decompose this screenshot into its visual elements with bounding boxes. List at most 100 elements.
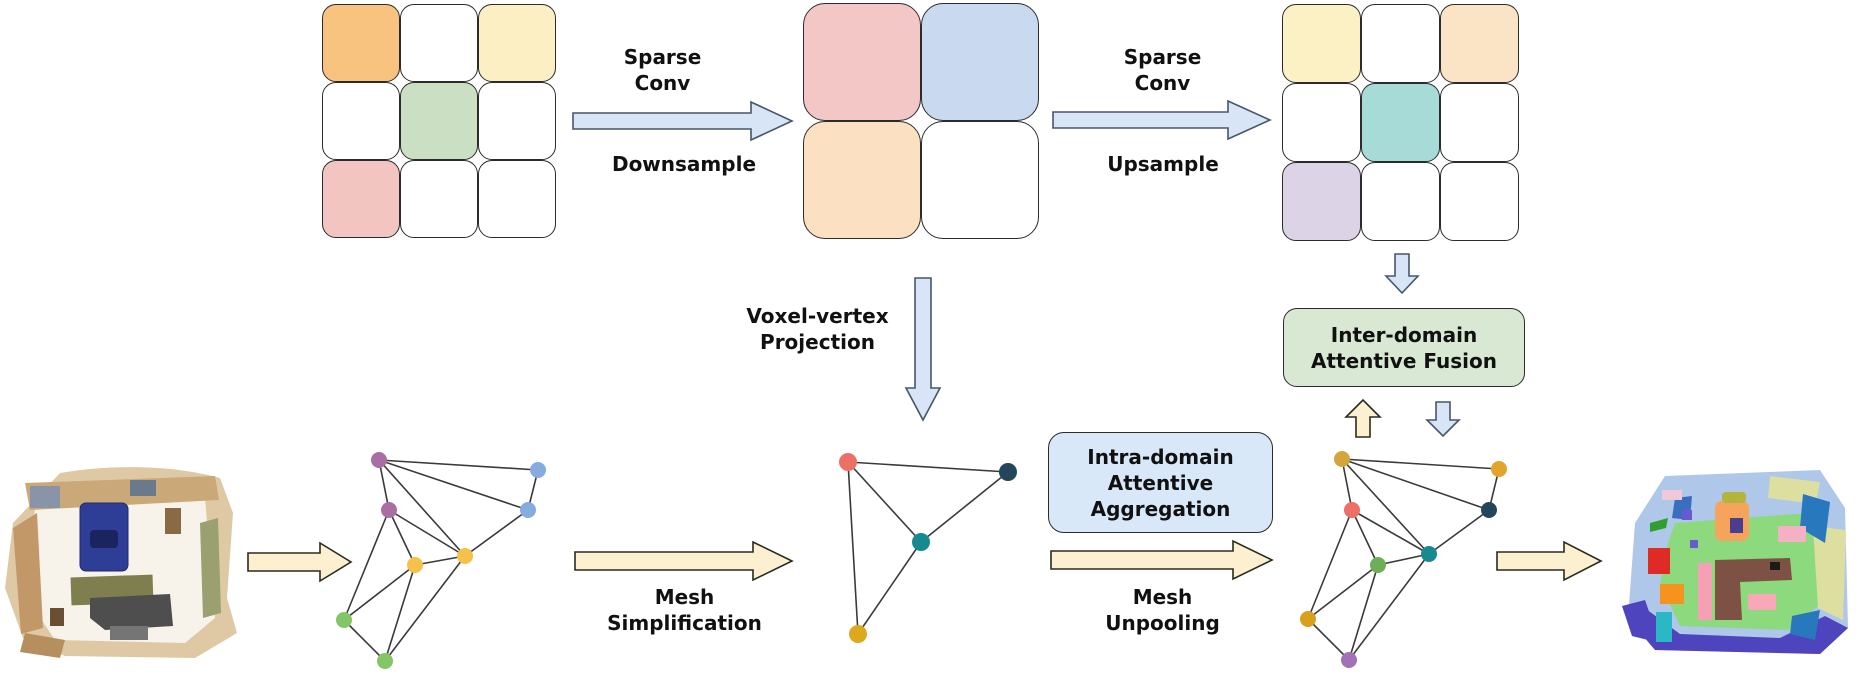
mesh-node (1491, 461, 1507, 477)
mesh-to-output-arrow (1496, 540, 1603, 582)
mesh-edge (378, 459, 529, 511)
mesh-edge (378, 459, 466, 557)
mesh-node (371, 452, 387, 468)
voxel-cell (478, 160, 556, 238)
mesh-edge (343, 564, 416, 621)
mesh-node (1300, 611, 1316, 627)
output-segmentation-image (1622, 470, 1848, 654)
mesh-node (1370, 557, 1386, 573)
mesh-edge (1348, 553, 1430, 661)
voxel-cell (400, 82, 478, 160)
voxel-cell (478, 4, 556, 82)
mesh-node (457, 548, 473, 564)
mesh-edge (384, 555, 466, 662)
mesh-edge (343, 619, 386, 662)
mesh-edge (1307, 564, 1379, 620)
mesh-edge (847, 461, 922, 543)
voxel-cell (1440, 83, 1519, 162)
sparse-conv-downsample-arrow (572, 100, 794, 142)
mesh-edge (1348, 564, 1379, 661)
grid-to-fusion-arrow (1384, 253, 1420, 295)
voxel-cell (1361, 83, 1440, 162)
upsample-label: Upsample (1107, 152, 1219, 176)
voxel-cell (803, 121, 921, 239)
mesh-simplification-arrow (574, 540, 794, 582)
voxel-cell (400, 4, 478, 82)
mesh-edge (847, 461, 859, 635)
mesh-node (1421, 546, 1437, 562)
downsample-label: Downsample (611, 152, 757, 176)
voxel-cell (322, 160, 400, 238)
simplified-mesh-graph (839, 453, 1017, 643)
mesh-edge (1307, 618, 1350, 661)
voxel-cell (400, 160, 478, 238)
mesh-edge (388, 509, 416, 566)
mesh-edge (857, 541, 922, 635)
mesh-node (407, 557, 423, 573)
mesh-node (381, 502, 397, 518)
seg-sofa (1715, 558, 1792, 620)
inter-domain-attentive-fusion-box: Inter-domain Attentive Fusion (1283, 308, 1525, 387)
mesh-node (999, 463, 1017, 481)
voxel-cell (803, 3, 921, 121)
voxel-cell (1361, 162, 1440, 241)
upsampled-voxel-grid (1282, 4, 1519, 241)
scan-to-mesh-arrow (247, 541, 353, 583)
input-voxel-grid (322, 4, 556, 238)
mesh-edge (1351, 509, 1379, 566)
mesh-unpooling-arrow (1050, 539, 1274, 581)
scan-wall (13, 513, 43, 634)
mesh-node (1334, 451, 1350, 467)
mesh-edge (384, 564, 416, 662)
mesh-edge (1341, 458, 1500, 470)
mesh-edge (414, 555, 466, 566)
unpooled-mesh-graph (1300, 451, 1507, 668)
mesh-node (520, 502, 536, 518)
mesh-node (1341, 652, 1357, 668)
mesh-simplification-label: Mesh Simplification (607, 585, 762, 635)
mesh-node (1344, 502, 1360, 518)
mesh-edge (1341, 458, 1353, 511)
mesh-node (377, 653, 393, 669)
full-mesh-graph (336, 452, 546, 669)
sparse-conv-downsample-label: Sparse Conv (623, 45, 702, 95)
sparse-conv-upsample-label: Sparse Conv (1123, 45, 1202, 95)
voxel-cell (921, 3, 1039, 121)
mesh-edge (1341, 458, 1490, 511)
input-scan-image (5, 467, 237, 658)
voxel-cell (478, 82, 556, 160)
mesh-node (912, 533, 930, 551)
voxel-cell (1440, 162, 1519, 241)
voxel-cell (322, 4, 400, 82)
intra-domain-attentive-aggregation-box: Intra-domain Attentive Aggregation (1048, 432, 1273, 533)
downsampled-voxel-grid (803, 3, 1039, 239)
mesh-edge (1351, 509, 1430, 555)
voxel-cell (1440, 4, 1519, 83)
voxel-cell (921, 121, 1039, 239)
voxel-vertex-projection-label: Voxel-vertex Projection (746, 304, 889, 354)
mesh-edge (1377, 553, 1430, 566)
mesh-edge (1307, 509, 1353, 620)
mesh-node (849, 625, 867, 643)
mesh-edge (378, 459, 390, 511)
fusion-to-mesh-arrow (1425, 401, 1461, 438)
mesh-edge (464, 509, 529, 557)
mesh-edge (343, 509, 390, 621)
mesh-edge (920, 471, 1009, 543)
mesh-edge (847, 461, 1009, 473)
mesh-edge (1341, 458, 1430, 555)
voxel-cell (1282, 4, 1361, 83)
mesh-node (530, 462, 546, 478)
mesh-edge (378, 459, 539, 471)
mesh-edge (1428, 509, 1490, 555)
voxel-cell (1361, 4, 1440, 83)
mesh-to-fusion-arrow (1344, 398, 1382, 438)
sparse-conv-upsample-arrow (1052, 99, 1272, 141)
voxel-cell (322, 82, 400, 160)
mesh-unpooling-label: Mesh Unpooling (1105, 585, 1220, 635)
voxel-cell (1282, 162, 1361, 241)
voxel-vertex-projection-arrow (904, 277, 942, 422)
mesh-node (839, 453, 857, 471)
